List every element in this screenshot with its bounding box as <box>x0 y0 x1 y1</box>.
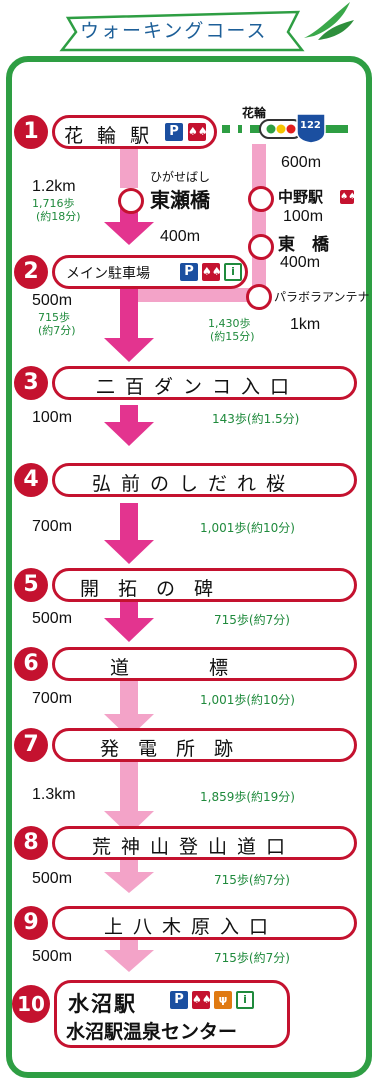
stop-box-6 <box>52 647 357 681</box>
info-icon: i <box>224 263 242 281</box>
stop-box-3 <box>52 366 357 400</box>
stop-number-4: 4 <box>14 463 48 497</box>
seg-7-8-steps: 1,859歩(約19分) <box>200 790 295 804</box>
seg-5-6-distance: 500m <box>32 610 73 627</box>
seg-1-2-steps: 1,716歩 <box>32 197 75 210</box>
route-sign-icon <box>296 113 326 144</box>
higashise-to-2-distance: 400m <box>160 228 201 245</box>
seg-2-3-time: (約7分) <box>38 324 76 337</box>
stop-number-9: 9 <box>14 906 48 940</box>
seg-4-5-distance: 700m <box>32 518 73 535</box>
stop-number-6: 6 <box>14 647 48 681</box>
stop-box-9 <box>52 906 357 940</box>
title-banner <box>59 10 305 52</box>
seg-1-2-time: (約18分) <box>36 210 81 223</box>
restaurant-icon: ψ <box>214 991 232 1009</box>
stop-name-7: 発 電 所 跡 <box>100 738 234 760</box>
seg-8-9-distance: 500m <box>32 870 73 887</box>
stop-box-5 <box>52 568 357 602</box>
stop-box-7 <box>52 728 357 762</box>
higashise-reading: ひがせばし <box>150 170 211 184</box>
stop-name-4: 弘前のしだれ桜 <box>92 473 296 495</box>
stop-number-1: 1 <box>14 115 48 149</box>
stop-number-7: 7 <box>14 728 48 762</box>
parking-icon: P <box>165 123 183 141</box>
seg-6-7-steps: 1,001歩(約10分) <box>200 693 295 707</box>
stop-box-4 <box>52 463 357 497</box>
toilet-icon: ♠♠ <box>340 190 357 204</box>
stop-name-2: メイン駐車場 <box>66 266 150 282</box>
stop-number-3: 3 <box>14 366 48 400</box>
stop-name-9: 上八木原入口 <box>104 916 279 938</box>
seg-7-8-distance: 1.3km <box>32 786 76 803</box>
stop-box-8 <box>52 826 357 860</box>
seg-2-3-distance: 500m <box>32 292 73 309</box>
parabora-time: (約15分) <box>210 330 255 343</box>
higashise-name: 東瀬橋 <box>150 188 210 212</box>
toilet-icon: ♠♠ <box>192 991 212 1009</box>
stop-name-5: 開 拓 の 碑 <box>80 578 214 600</box>
stop-number-8: 8 <box>14 826 48 860</box>
stop-circle-higashi <box>248 234 274 260</box>
rail-traffic-signal <box>222 119 348 139</box>
leaf-icon <box>304 2 354 40</box>
hanawa-label: 花輪 <box>242 106 267 120</box>
stop-name-1: 花 輪 駅 <box>64 125 154 147</box>
stop-number-2: 2 <box>14 255 48 289</box>
hanawa-to-nakano-distance: 600m <box>281 154 322 171</box>
stop-circle-nakano <box>248 186 274 212</box>
higashi-bridge-name: 東 橋 <box>278 235 329 255</box>
seg-3-4-distance: 100m <box>32 409 73 426</box>
higashi-to-parabora-distance: 400m <box>280 254 321 271</box>
stop-number-10: 10 <box>12 985 50 1023</box>
seg-5-6-steps: 715歩(約7分) <box>214 613 290 627</box>
seg-2-3-steps: 715歩 <box>38 311 70 324</box>
seg-8-9-steps: 715歩(約7分) <box>214 873 290 887</box>
stop-name-10: 水沼駅 <box>68 992 137 1016</box>
seg-3-4-steps: 143歩(約1.5分) <box>212 412 300 426</box>
course-title: ウォーキングコース <box>80 20 268 42</box>
toilet-icon: ♠♠ <box>188 123 208 141</box>
stop-name-8: 荒神山登山道口 <box>92 836 296 858</box>
parking-icon: P <box>170 991 188 1009</box>
parabora-antenna-name: パラボラアンテナ <box>274 290 370 304</box>
stop-name-3: 二百ダンコ入口 <box>96 376 300 398</box>
nakano-to-higashi-distance: 100m <box>283 208 324 225</box>
stop-number-5: 5 <box>14 568 48 602</box>
seg-6-7-distance: 700m <box>32 690 73 707</box>
parabora-to-3-distance: 1km <box>290 316 321 333</box>
nakano-station-name: 中野駅 <box>278 188 324 206</box>
seg-9-10-steps: 715歩(約7分) <box>214 951 290 965</box>
info-icon: i <box>236 991 254 1009</box>
stop-name-10-onsen: 水沼駅温泉センター <box>66 1021 238 1043</box>
stop-circle-higashise <box>118 188 144 214</box>
stop-name-6: 道 標 <box>110 657 243 679</box>
stop-circle-parabora <box>246 284 272 310</box>
seg-9-10-distance: 500m <box>32 948 73 965</box>
parking-icon: P <box>180 263 198 281</box>
toilet-icon: ♠♠ <box>202 263 222 281</box>
seg-1-2-distance: 1.2km <box>32 178 76 195</box>
route-number: 122 <box>300 120 321 131</box>
parabora-steps: 1,430歩 <box>208 317 251 330</box>
seg-4-5-steps: 1,001歩(約10分) <box>200 521 295 535</box>
